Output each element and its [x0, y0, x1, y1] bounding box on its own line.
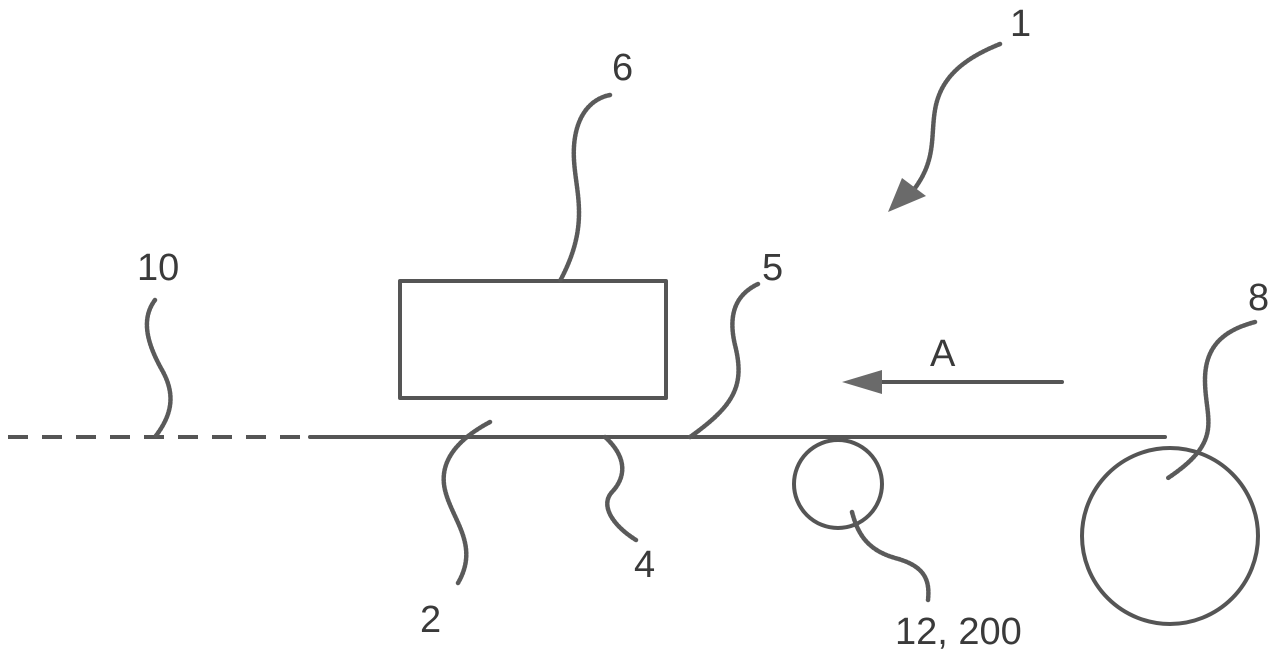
leader-6 — [560, 95, 610, 281]
unit-6-box — [400, 281, 666, 398]
leader-2 — [444, 422, 490, 583]
label-roller-12-200: 12, 200 — [895, 611, 1022, 653]
leader-12-200 — [852, 512, 928, 600]
leader-10 — [147, 300, 171, 437]
roller-12-200 — [794, 440, 882, 528]
label-web-2: 2 — [420, 599, 441, 641]
label-surface-5: 5 — [762, 247, 783, 289]
apparatus-arrow — [888, 44, 1000, 212]
label-surface-4: 4 — [634, 544, 655, 586]
label-direction-a: A — [930, 333, 956, 375]
label-roll-8: 8 — [1248, 277, 1269, 319]
leader-5 — [690, 284, 758, 437]
leader-8 — [1168, 322, 1255, 478]
label-continuation-10: 10 — [137, 247, 179, 289]
leader-4 — [605, 437, 636, 540]
label-apparatus-1: 1 — [1010, 3, 1031, 45]
label-unit-6: 6 — [612, 47, 633, 89]
